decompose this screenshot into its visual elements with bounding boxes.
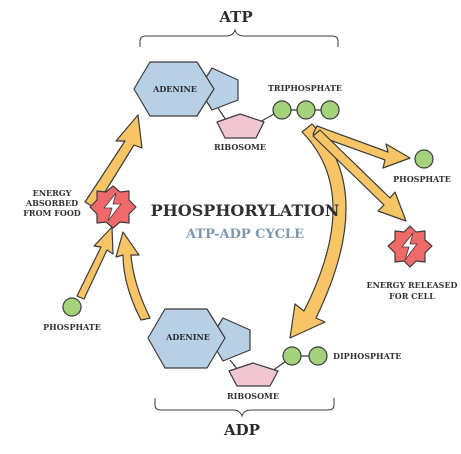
adp-ribose: [228, 362, 279, 387]
diagram-title: PHOSPHORYLATION: [151, 201, 340, 220]
atp-triphosphate-label: TRIPHOSPHATE: [268, 83, 342, 93]
adp-heading: ADP: [223, 421, 260, 439]
released-phosphate: [414, 149, 434, 169]
adp-diphosphate-label: DIPHOSPHATE: [333, 351, 401, 361]
energy-released-label-line1: ENERGY RELEASED: [367, 280, 458, 290]
phosphate-input-arrow: [76, 226, 114, 300]
atp-bracket: [139, 28, 339, 47]
atp-heading: ATP: [218, 8, 252, 26]
adp-bracket: [154, 398, 335, 418]
energy-absorbed-label-line1: ENERGY: [33, 188, 72, 198]
cycle-arrow-atp-to-adp: [289, 123, 347, 339]
adp-adenine: [147, 308, 251, 369]
adp-ribose-label: RIBOSOME: [227, 391, 279, 401]
diagram-subtitle: ATP-ADP CYCLE: [185, 227, 304, 242]
atp-phosphate-2: [296, 100, 316, 120]
adp-to-energy-arrow: [115, 231, 151, 321]
release-energy-arrow: [312, 129, 407, 222]
atp-phosphate-3: [320, 100, 340, 120]
atp-adenine: [133, 61, 239, 117]
adp-phosphate-2: [308, 346, 328, 366]
energy-absorbed-label-line3: FROM FOOD: [23, 208, 81, 218]
energy-released-label-line2: FOR CELL: [389, 291, 435, 301]
atp-ribose-label: RIBOSOME: [214, 142, 266, 152]
energy-released-icon: [387, 225, 433, 268]
adp-phosphate-1: [282, 346, 302, 366]
energy-absorbed-icon: [89, 185, 137, 229]
input-phosphate: [62, 297, 82, 317]
adp-adenine-label: ADENINE: [165, 332, 210, 342]
released-phosphate-label: PHOSPHATE: [393, 174, 451, 184]
atp-phosphate-1: [272, 100, 292, 120]
energy-absorbed-label-line2: ABSORBED: [25, 198, 78, 208]
input-phosphate-label: PHOSPHATE: [43, 322, 101, 332]
atp-ribose: [216, 113, 265, 139]
atp-adenine-label: ADENINE: [152, 84, 197, 94]
